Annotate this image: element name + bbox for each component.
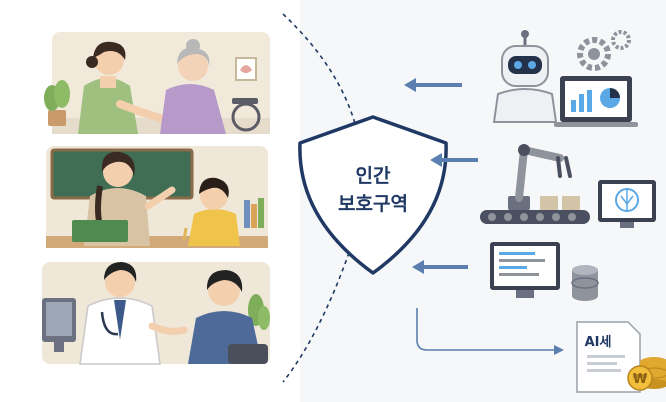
laptop-chart-icon — [554, 76, 638, 127]
arrow-head-icon — [430, 153, 442, 167]
elderly-woman-figure — [160, 39, 226, 134]
shield-outline — [298, 115, 448, 275]
robot-icon — [492, 30, 558, 123]
shield-title-line1: 인간 — [356, 165, 391, 187]
shield-badge: 인간 보호구역 — [298, 115, 448, 275]
scene-doctor-patient — [42, 262, 270, 365]
arrow-to-tax-document — [416, 308, 564, 355]
open-book-icon — [72, 220, 128, 242]
conveyor-belt-icon — [480, 196, 590, 224]
teacher-figure — [72, 151, 176, 246]
arrow-code-monitor — [412, 260, 468, 274]
code-monitor-with-database — [490, 242, 599, 301]
database-icon — [571, 265, 599, 301]
code-monitor-icon — [490, 242, 560, 298]
scene-caregiver-elderly — [44, 32, 270, 134]
arrow-head-icon — [412, 260, 424, 274]
won-coin-icon: ₩ — [627, 365, 653, 391]
boundary-dashed-arc — [282, 13, 364, 383]
robotic-arm-icon — [508, 144, 572, 210]
arrow-industrial-robot — [430, 153, 478, 167]
potted-plant-icon — [44, 80, 70, 126]
stethoscope-icon — [100, 311, 119, 336]
scene-teacher-student — [46, 146, 268, 248]
arrow-head-icon — [554, 345, 564, 355]
computer-monitor-icon — [42, 298, 76, 352]
robotic-arm-assembly-line — [480, 144, 656, 228]
arrow-head-icon — [404, 78, 416, 92]
robot-with-laptop — [492, 30, 638, 127]
caregiver-figure — [78, 41, 164, 134]
arrow-robot — [404, 78, 462, 92]
bookshelf-icon — [244, 198, 264, 228]
patient-chair — [228, 344, 268, 364]
ai-tax-document: AI세 ₩ — [576, 321, 666, 393]
won-symbol: ₩ — [633, 372, 648, 387]
picture-frame-icon — [235, 57, 257, 81]
doctor-figure — [79, 262, 188, 365]
tax-document-label: AI세 — [585, 335, 612, 350]
ai-brain-monitor-icon — [598, 180, 656, 228]
gear-icon — [577, 30, 631, 71]
wheelchair-icon — [231, 98, 261, 132]
patient-figure — [188, 270, 268, 364]
shield-title-line2: 보호구역 — [338, 193, 408, 215]
student-figure — [182, 177, 240, 246]
